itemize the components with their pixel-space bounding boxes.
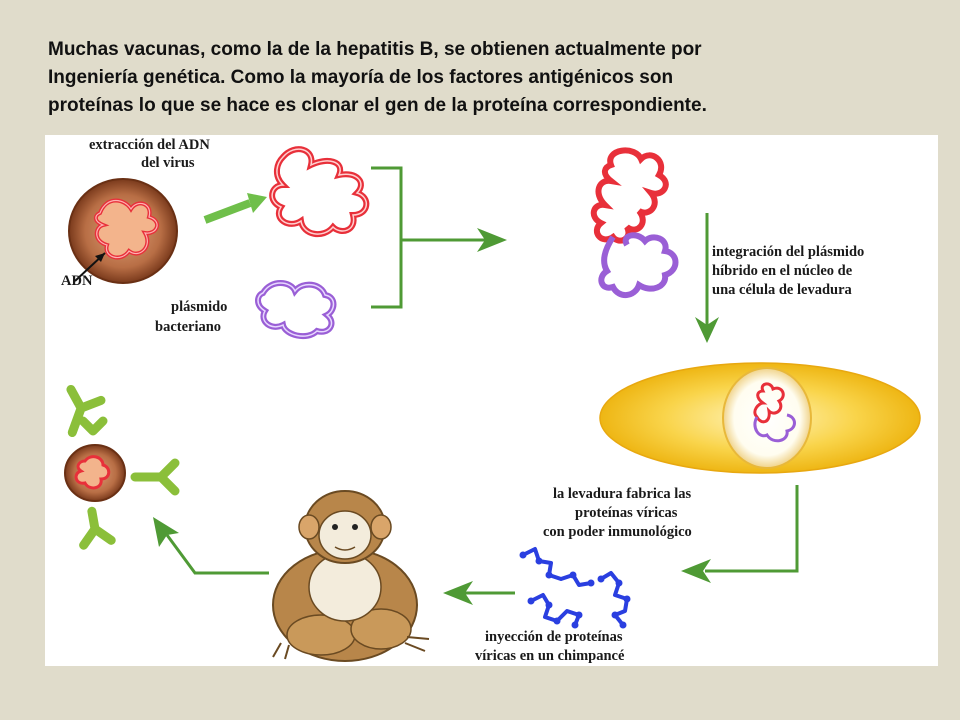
chimpanzee	[272, 490, 430, 662]
caption-line-2: Ingeniería genética. Como la mayoría de …	[48, 67, 674, 88]
label-injection: inyección de proteínas víricas en un chi…	[475, 629, 626, 664]
hybrid-plasmid	[590, 147, 679, 298]
virus-with-dna	[68, 178, 178, 284]
yeast-nucleus	[722, 367, 812, 469]
label-integration: integración del plásmido híbrido en el n…	[712, 244, 868, 298]
caption-line-1: Muchas vacunas, como la de la hepatitis …	[48, 39, 702, 60]
vaccine-diagram: extracción del ADN del virus ADN plásmid…	[45, 135, 938, 666]
arrow-chimp-to-antibodies	[153, 517, 269, 575]
label-adn: ADN	[61, 273, 93, 289]
virus-neutralized	[64, 444, 126, 502]
diagram-canvas: extracción del ADN del virus ADN plásmid…	[61, 137, 921, 664]
label-extraction: extracción del ADN del virus	[89, 137, 213, 171]
protein-beads	[519, 551, 631, 629]
nucleus-dna-red	[753, 382, 785, 424]
arrow-virus-to-dna	[203, 193, 267, 224]
caption: Muchas vacunas, como la de la hepatitis …	[48, 36, 928, 120]
merge-bracket	[371, 166, 485, 309]
label-yeast-production: la levadura fabrica las proteínas vírica…	[543, 486, 695, 540]
yeast-cell	[599, 362, 921, 474]
arrow-yeast-to-proteins	[681, 485, 799, 583]
arrow-proteins-to-chimp	[443, 581, 515, 605]
arrow-to-yeast	[695, 213, 719, 343]
caption-line-3: proteínas lo que se hace es clonar el ge…	[48, 95, 707, 116]
antibodies	[66, 384, 180, 550]
nucleus-dna-purple	[753, 413, 796, 443]
arrow-to-hybrid	[477, 228, 507, 252]
virus-dna-inner	[95, 199, 158, 259]
label-plasmid: plásmido bacteriano	[155, 299, 231, 335]
